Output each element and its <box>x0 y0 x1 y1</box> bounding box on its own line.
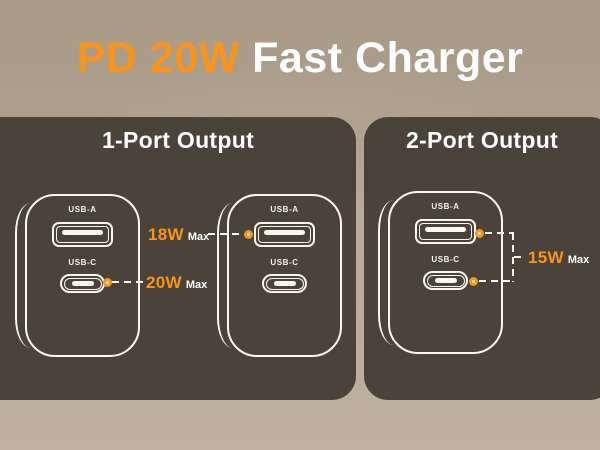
panel-1-heading: 1-Port Output <box>101 127 255 153</box>
usb-a-label: USB-A <box>270 205 299 214</box>
usb-a-pin-icon <box>264 230 305 235</box>
panel-2-port <box>364 117 600 400</box>
usb-c-port-inner <box>265 277 304 290</box>
charger-side-profile <box>378 200 395 345</box>
charger-outline-1: USB-A USB-C <box>15 194 140 357</box>
usb-a-port <box>415 219 476 244</box>
title-rest: Fast Charger <box>239 34 524 82</box>
usb-c-port-inner <box>63 277 102 290</box>
callout-value: 20W <box>146 273 182 292</box>
usb-c-port-inner <box>426 274 465 287</box>
usb-c-label: USB-C <box>68 258 97 267</box>
callout-dash-line <box>512 233 514 282</box>
usb-a-pin-icon <box>62 230 103 235</box>
usb-c-port <box>60 274 105 293</box>
charger-outline-3: USB-A USB-C <box>378 191 503 354</box>
usb-c-pin-icon <box>434 278 457 283</box>
callout-dash-line <box>514 256 525 258</box>
callout-dash-line <box>485 232 514 234</box>
usb-c-port <box>262 274 307 293</box>
usb-a-label: USB-A <box>431 202 460 211</box>
usb-c-label: USB-C <box>270 258 299 267</box>
callout-suffix: Max <box>187 231 210 243</box>
panel-1-port <box>0 117 356 400</box>
usb-c-indicator-dot <box>103 278 112 287</box>
usb-a-pin-icon <box>425 227 466 232</box>
callout-dash-line <box>208 233 244 235</box>
usb-a-indicator-dot <box>475 229 484 238</box>
usb-c-pin-icon <box>273 281 296 286</box>
callout-dash-line <box>112 281 143 283</box>
usb-a-port <box>254 222 315 247</box>
page-title: PD 20W Fast Charger <box>0 34 600 83</box>
usb-a-port-inner <box>419 223 472 240</box>
callout-dash-line <box>479 280 514 282</box>
charger-outline-2: USB-A USB-C <box>217 194 342 357</box>
callout-suffix: Max <box>567 254 590 266</box>
usb-a-port-inner <box>56 226 109 243</box>
usb-a-port <box>52 222 113 247</box>
title-highlight: PD 20W <box>76 34 240 82</box>
usb-a-label: USB-A <box>68 205 97 214</box>
usb-a-indicator-dot <box>244 230 253 239</box>
charger-side-profile <box>217 203 234 348</box>
callout-value: 18W <box>148 225 184 244</box>
usb-c-indicator-dot <box>469 277 478 286</box>
usb-a-port-inner <box>258 226 311 243</box>
usb-c-port <box>423 271 468 290</box>
callout-value: 15W <box>528 248 564 267</box>
usb-c-label: USB-C <box>431 255 460 264</box>
charger-side-profile <box>15 203 32 348</box>
panel-2-heading: 2-Port Output <box>405 127 559 153</box>
usb-c-pin-icon <box>71 281 94 286</box>
callout-suffix: Max <box>185 279 208 291</box>
